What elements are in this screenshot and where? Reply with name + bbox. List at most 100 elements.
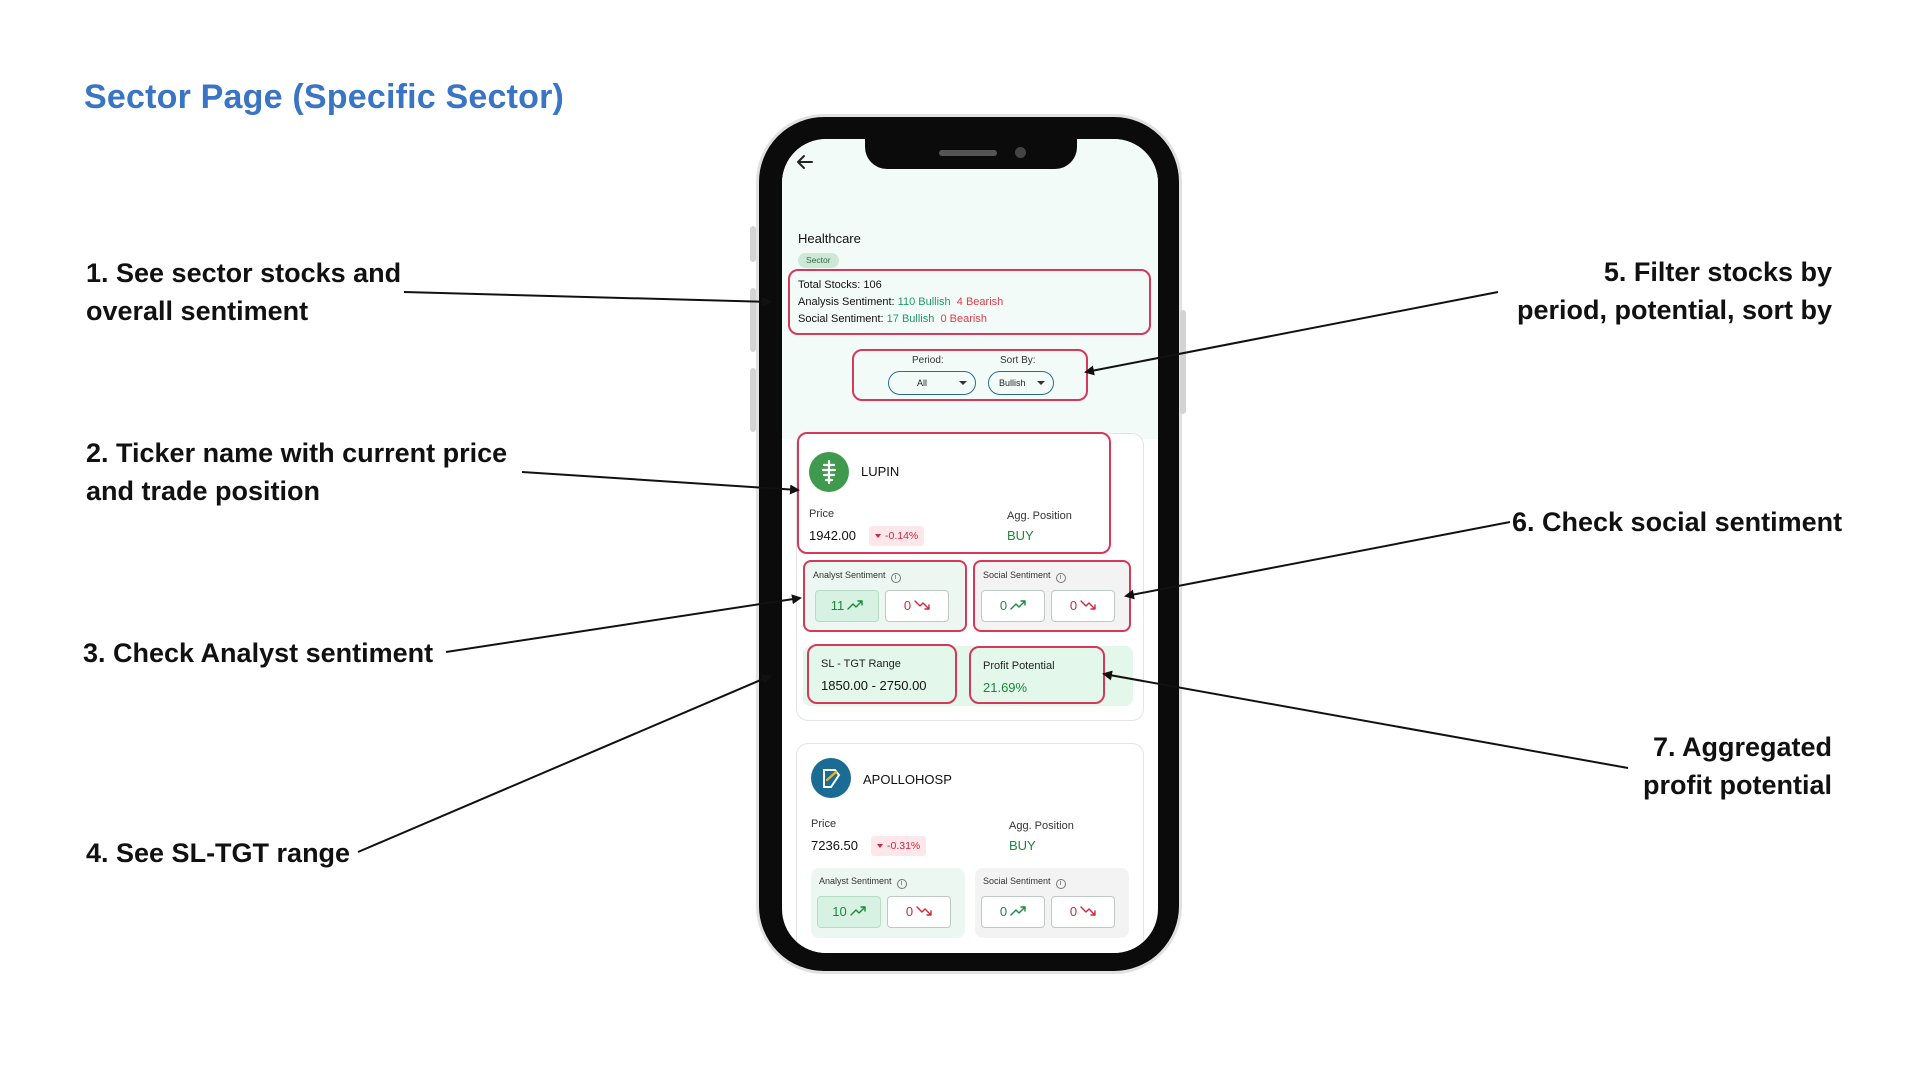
trending-down-icon bbox=[916, 906, 932, 916]
phone-side-button bbox=[750, 226, 756, 262]
info-icon[interactable]: i bbox=[1055, 573, 1066, 583]
caret-down-icon bbox=[959, 381, 967, 385]
price-change-badge: -0.31% bbox=[871, 836, 927, 856]
analyst-bullish-pill[interactable]: 11 bbox=[815, 590, 879, 622]
price-value: 7236.50 bbox=[811, 838, 858, 853]
trending-up-icon bbox=[1010, 906, 1026, 916]
info-icon[interactable]: i bbox=[1055, 879, 1066, 889]
lupin-logo-icon bbox=[809, 452, 849, 492]
analysis-sentiment-label: Analysis Sentiment: bbox=[798, 296, 895, 308]
annotation-2: 2. Ticker name with current price and tr… bbox=[86, 434, 507, 510]
social-sentiment-title: Social Sentiment i bbox=[983, 570, 1066, 583]
social-sentiment-block: Social Sentiment i 0 0 bbox=[973, 560, 1131, 632]
camera-icon bbox=[1015, 147, 1026, 158]
profit-potential-block: Profit Potential 21.69% bbox=[969, 646, 1105, 704]
annotation-3-line-1: 3. Check Analyst sentiment bbox=[83, 638, 434, 668]
annotation-5-line-2: period, potential, sort by bbox=[1516, 295, 1832, 325]
analyst-bearish-pill[interactable]: 0 bbox=[887, 896, 951, 928]
social-bullish-pill[interactable]: 0 bbox=[981, 590, 1045, 622]
annotation-6-line-1: 6. Check social sentiment bbox=[1512, 507, 1843, 537]
social-sentiment-label: Social Sentiment bbox=[983, 570, 1051, 580]
annotation-4-line-1: 4. See SL-TGT range bbox=[86, 838, 351, 868]
annotation-5-line-1: 5. Filter stocks by bbox=[1603, 257, 1832, 287]
analyst-bearish-count: 0 bbox=[903, 598, 912, 613]
sort-value: Bullish bbox=[999, 378, 1026, 388]
arrow-4 bbox=[357, 674, 772, 853]
sector-summary: Total Stocks: 106 Analysis Sentiment: 11… bbox=[788, 269, 1151, 335]
annotation-5: 5. Filter stocks by period, potential, s… bbox=[1440, 253, 1832, 329]
trending-up-icon bbox=[1010, 600, 1026, 610]
price-label: Price bbox=[811, 818, 837, 830]
annotation-7: 7. Aggregated profit potential bbox=[1500, 728, 1832, 804]
ticker-price-block: LUPIN Price 1942.00 -0.14% Agg. Position… bbox=[797, 432, 1111, 554]
ticker-name: APOLLOHOSP bbox=[863, 772, 952, 787]
price-label: Price bbox=[809, 508, 835, 520]
analysis-sentiment-row: Analysis Sentiment: 110 Bullish 4 Bearis… bbox=[798, 294, 1141, 311]
arrow-left-icon[interactable] bbox=[794, 151, 816, 173]
sl-tgt-label: SL - TGT Range bbox=[821, 658, 901, 670]
arrow-3 bbox=[445, 594, 802, 653]
analyst-bullish-count: 10 bbox=[832, 904, 847, 919]
annotation-6: 6. Check social sentiment bbox=[1512, 503, 1842, 541]
arrow-1 bbox=[403, 291, 772, 307]
analysis-bearish: 4 Bearish bbox=[956, 296, 1004, 308]
info-icon[interactable]: i bbox=[890, 573, 901, 583]
phone-notch bbox=[865, 139, 1077, 169]
analyst-sentiment-label: Analyst Sentiment bbox=[819, 876, 892, 886]
social-sentiment-title: Social Sentiment i bbox=[983, 876, 1066, 889]
stock-card-apollohosp[interactable]: APOLLOHOSP Price 7236.50 -0.31% Agg. Pos… bbox=[796, 743, 1144, 953]
social-bullish: 17 Bullish bbox=[886, 313, 935, 325]
phone-frame: Healthcare Sector Total Stocks: 106 Anal… bbox=[756, 114, 1182, 974]
price-change-badge: -0.14% bbox=[869, 526, 925, 546]
analyst-bearish-pill[interactable]: 0 bbox=[885, 590, 949, 622]
social-bullish-count: 0 bbox=[999, 904, 1008, 919]
analyst-sentiment-title: Analyst Sentiment i bbox=[813, 570, 901, 583]
annotation-1-line-1: 1. See sector stocks and bbox=[86, 258, 402, 288]
filter-bar: Period: All Sort By: Bullish bbox=[852, 349, 1088, 401]
social-bullish-count: 0 bbox=[999, 598, 1008, 613]
sl-tgt-range-block: SL - TGT Range 1850.00 - 2750.00 bbox=[807, 644, 957, 704]
social-sentiment-row: Social Sentiment: 17 Bullish 0 Bearish bbox=[798, 311, 1141, 328]
analyst-bullish-pill[interactable]: 10 bbox=[817, 896, 881, 928]
agg-position-label: Agg. Position bbox=[1009, 820, 1074, 832]
social-bearish-count: 0 bbox=[1069, 904, 1078, 919]
period-select[interactable]: All bbox=[888, 371, 976, 395]
phone-side-button bbox=[1180, 310, 1186, 414]
annotation-2-line-1: 2. Ticker name with current price bbox=[86, 438, 508, 468]
speaker-icon bbox=[939, 150, 997, 156]
ticker-name: LUPIN bbox=[861, 464, 900, 479]
analyst-bullish-count: 11 bbox=[830, 598, 845, 613]
phone-side-button bbox=[750, 368, 756, 432]
sort-select[interactable]: Bullish bbox=[988, 371, 1054, 395]
annotation-7-line-1: 7. Aggregated bbox=[1652, 732, 1832, 762]
trending-down-icon bbox=[1080, 906, 1096, 916]
annotation-2-line-2: and trade position bbox=[86, 476, 321, 506]
social-sentiment-label: Social Sentiment bbox=[983, 876, 1051, 886]
agg-position-value: BUY bbox=[1007, 528, 1034, 543]
arrow-6 bbox=[1124, 521, 1511, 600]
total-stocks-row: Total Stocks: 106 bbox=[798, 277, 1141, 294]
social-bearish-pill[interactable]: 0 bbox=[1051, 590, 1115, 622]
stock-card-lupin[interactable]: LUPIN Price 1942.00 -0.14% Agg. Position… bbox=[796, 432, 1144, 721]
trending-down-icon bbox=[914, 600, 930, 610]
analyst-sentiment-block: Analyst Sentiment i 11 0 bbox=[803, 560, 967, 632]
analyst-bearish-count: 0 bbox=[905, 904, 914, 919]
analysis-bullish: 110 Bullish bbox=[897, 296, 951, 308]
social-bearish-pill[interactable]: 0 bbox=[1051, 896, 1115, 928]
info-icon[interactable]: i bbox=[896, 879, 907, 889]
sl-tgt-value: 1850.00 - 2750.00 bbox=[821, 678, 927, 693]
phone-screen: Healthcare Sector Total Stocks: 106 Anal… bbox=[782, 139, 1158, 953]
caret-down-icon bbox=[1037, 381, 1045, 385]
agg-position-value: BUY bbox=[1009, 838, 1036, 853]
trending-up-icon bbox=[847, 600, 863, 610]
annotation-1: 1. See sector stocks and overall sentime… bbox=[86, 254, 401, 330]
trending-down-icon bbox=[1080, 600, 1096, 610]
analyst-sentiment-label: Analyst Sentiment bbox=[813, 570, 886, 580]
annotation-4: 4. See SL-TGT range bbox=[86, 834, 350, 872]
social-sentiment-label: Social Sentiment: bbox=[798, 313, 884, 325]
sort-label: Sort By: bbox=[1000, 355, 1036, 366]
trending-up-icon bbox=[850, 906, 866, 916]
price-value: 1942.00 bbox=[809, 528, 856, 543]
phone-side-button bbox=[750, 288, 756, 352]
social-bullish-pill[interactable]: 0 bbox=[981, 896, 1045, 928]
